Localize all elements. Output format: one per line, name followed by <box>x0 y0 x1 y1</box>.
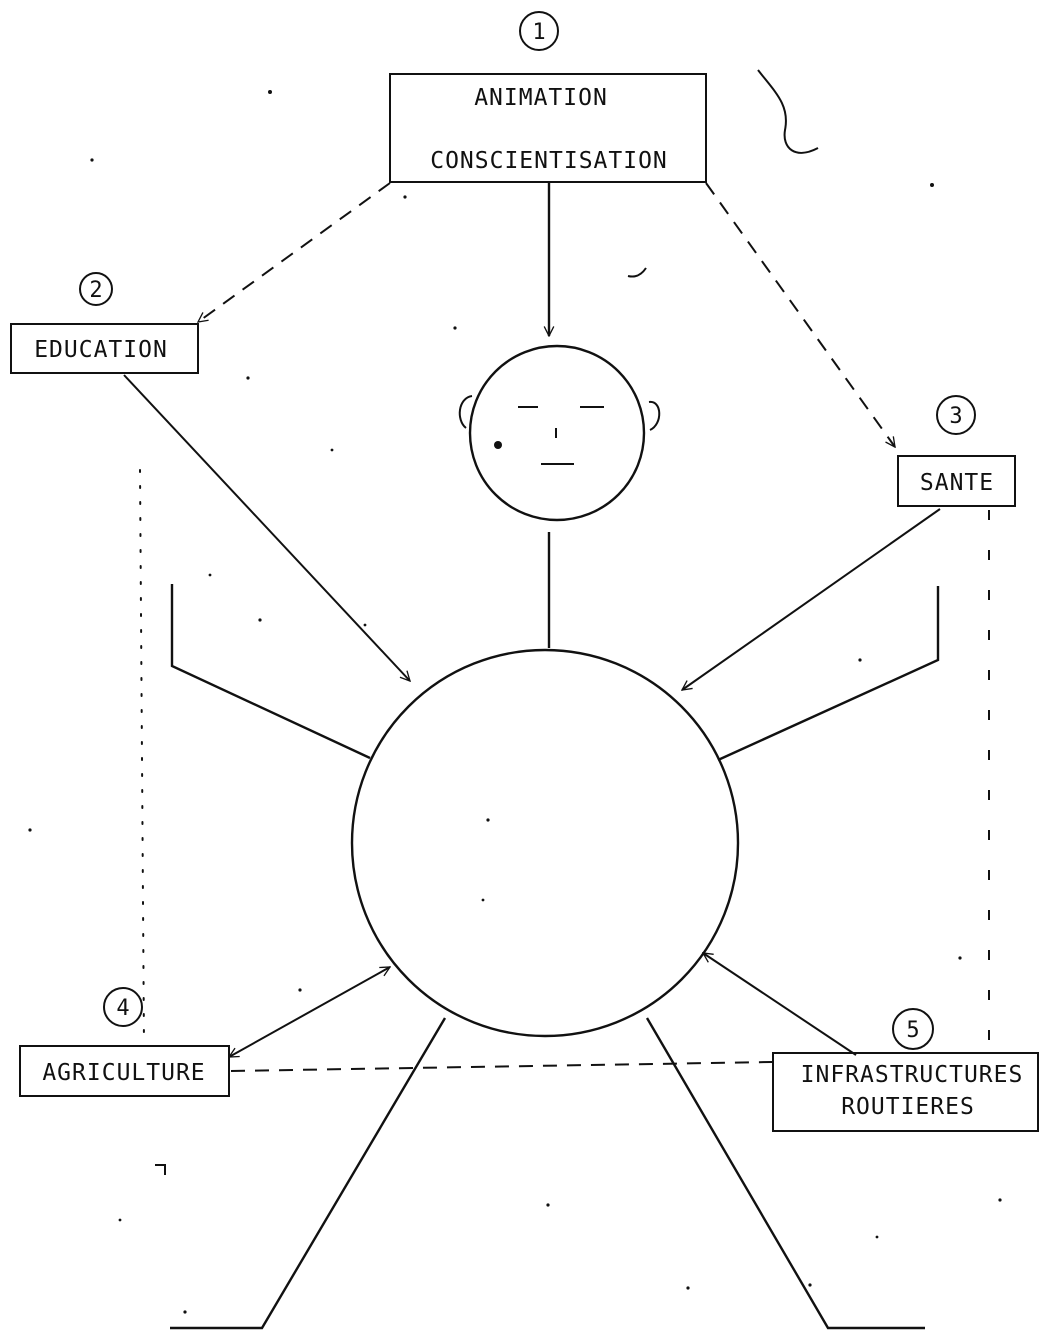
arrow-sante-to-body <box>682 508 941 690</box>
node-number: 1 <box>532 20 545 45</box>
node-box <box>389 73 707 183</box>
scan-stray-bracket <box>155 1164 166 1175</box>
node-number: 4 <box>116 996 129 1021</box>
arrow-infrastructures-to-body <box>703 952 857 1056</box>
figure-left-arm <box>170 584 371 760</box>
node-label: EDUCATION <box>34 337 168 363</box>
node-box <box>10 323 199 374</box>
node-box <box>897 455 1016 507</box>
node-agriculture: 4 AGRICULTURE <box>19 987 230 1097</box>
node-number-badge <box>103 987 143 1027</box>
figure-right-ear <box>648 400 661 431</box>
dashed-arrow-animation-to-sante <box>705 182 895 447</box>
figure-left-leg <box>170 1017 447 1330</box>
node-infrastructures: 5 INFRASTRUCTURES ROUTIERES <box>772 1008 1039 1132</box>
dashed-link-agriculture-infrastructures <box>230 1061 773 1072</box>
dotted-link-education-agriculture <box>139 469 145 1046</box>
node-number: 2 <box>89 278 102 303</box>
node-label-line2: ROUTIERES <box>841 1094 975 1120</box>
dashed-arrow-animation-to-education <box>198 182 391 322</box>
node-number-badge <box>936 395 976 435</box>
arrow-agriculture-body <box>229 966 390 1058</box>
figure-right-leg <box>645 1017 925 1330</box>
node-education: 2 EDUCATION <box>10 272 199 374</box>
figure-left-ear <box>458 395 473 429</box>
node-number: 3 <box>949 404 962 429</box>
node-label-line1: ANIMATION <box>474 85 608 111</box>
arrow-education-to-body <box>123 374 410 681</box>
node-label-line1: INFRASTRUCTURES <box>801 1062 1024 1088</box>
node-box <box>19 1045 230 1097</box>
figure-cheek-mark <box>494 441 502 449</box>
scan-stray-curve <box>757 69 819 154</box>
node-number-badge <box>79 272 113 306</box>
figure-head <box>468 344 646 522</box>
figure-right-arm <box>717 586 940 762</box>
node-number: 5 <box>906 1018 919 1043</box>
connectors <box>123 182 990 1072</box>
node-number-badge <box>892 1008 934 1050</box>
figure-body <box>350 648 740 1038</box>
node-sante: 3 SANTE <box>897 395 1016 507</box>
scan-speckles <box>28 90 1002 1314</box>
scan-stray-mark <box>627 267 647 278</box>
node-box <box>772 1052 1039 1132</box>
node-label-line2: CONSCIENTISATION <box>430 148 668 174</box>
node-label: AGRICULTURE <box>42 1060 205 1086</box>
node-label: SANTE <box>920 470 994 496</box>
human-figure <box>170 344 940 1330</box>
node-number-badge <box>519 11 559 51</box>
node-animation: 1 ANIMATION CONSCIENTISATION <box>389 11 707 183</box>
